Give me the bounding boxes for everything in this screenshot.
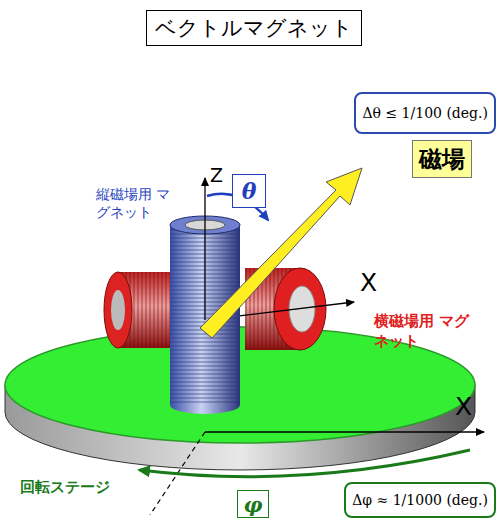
- node-text: Δφ ≈ 1/1000 (deg.): [352, 492, 488, 508]
- axis-or-part-label: 横磁場用 マグネット: [374, 312, 470, 351]
- node-text: φ: [243, 492, 262, 517]
- node-text: Δθ ≤ 1/100 (deg.): [362, 105, 488, 121]
- node-text: ベクトルマグネット: [155, 14, 353, 42]
- axis-or-part-label: X: [455, 392, 472, 421]
- title-box: ベクトルマグネット: [146, 10, 362, 46]
- axis-or-part-label: X: [360, 268, 377, 297]
- angle-box: φ: [237, 490, 269, 518]
- axis-or-part-label: 回転ステージ: [20, 478, 110, 497]
- tolerance-box: Δθ ≤ 1/100 (deg.): [354, 92, 496, 134]
- node-text: 磁場: [419, 144, 465, 175]
- tolerance-box: Δφ ≈ 1/1000 (deg.): [344, 482, 496, 518]
- node-text: θ: [242, 178, 257, 204]
- field-box: 磁場: [412, 140, 472, 178]
- angle-box: θ: [232, 174, 266, 208]
- axis-or-part-label: Z: [210, 164, 223, 186]
- axis-or-part-label: 縦磁場用 マグネット: [96, 186, 174, 221]
